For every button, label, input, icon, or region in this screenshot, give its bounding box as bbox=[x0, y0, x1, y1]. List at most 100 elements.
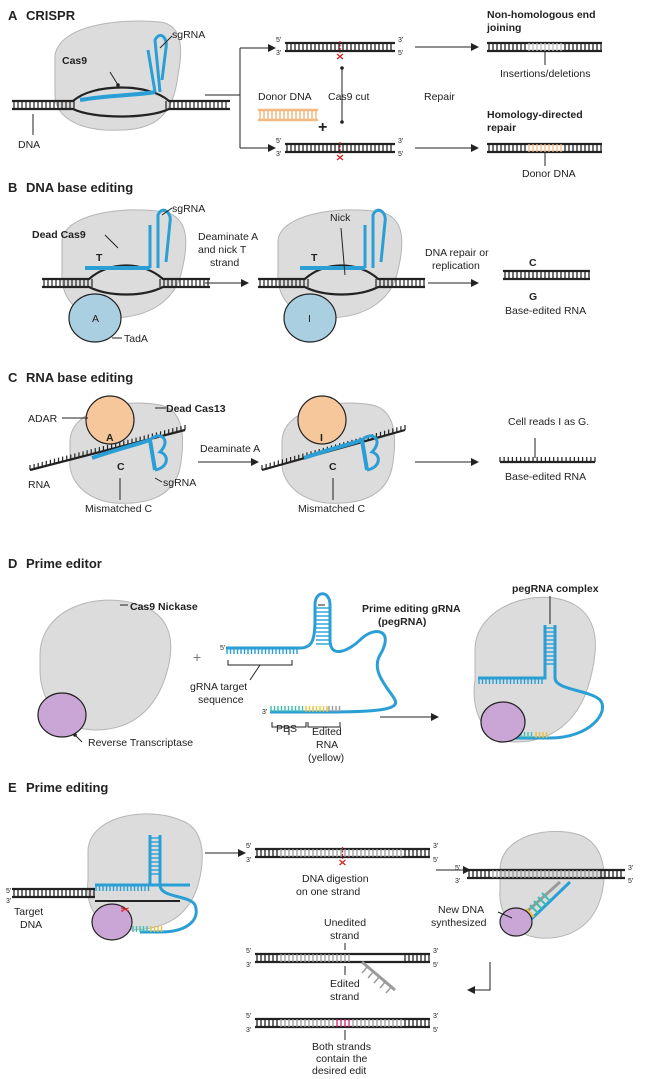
sgrna-hairpin bbox=[146, 34, 168, 93]
dna-backbone bbox=[12, 107, 230, 118]
pegrna-complex-label: pegRNA complex bbox=[512, 583, 599, 595]
tada-enzyme-2 bbox=[283, 293, 337, 343]
edited-strand-dna bbox=[255, 952, 430, 964]
end-label: 3' bbox=[455, 878, 460, 885]
dna-backbone bbox=[42, 285, 210, 296]
nhej-title-1: Non-homologous end bbox=[487, 9, 595, 21]
cas9-cut-label: Cas9 cut bbox=[328, 91, 370, 103]
end-label: 5' bbox=[628, 878, 633, 885]
sgrna-label: sgRNA bbox=[172, 29, 205, 41]
cut-mark: ✂ bbox=[121, 905, 130, 916]
branch-arrow bbox=[205, 48, 241, 148]
reverse-transcriptase-3 bbox=[91, 903, 133, 941]
c-result-label: Base-edited RNA bbox=[505, 471, 586, 483]
section-d: D Prime editor Cas9 Nickase Reverse Tran… bbox=[8, 556, 604, 764]
edited-rna-line3: (yellow) bbox=[308, 752, 344, 764]
end-label: 5' bbox=[398, 151, 403, 158]
dead-cas9-label: Dead Cas9 bbox=[32, 229, 86, 241]
end-label: 5' bbox=[6, 888, 11, 895]
cut-dna-bottom bbox=[285, 142, 395, 161]
target-dna-line1: Target bbox=[14, 906, 43, 918]
end-label: 5' bbox=[246, 948, 251, 955]
tada-label: TadA bbox=[124, 333, 148, 345]
dna-backbone bbox=[258, 264, 425, 281]
adar-label: ADAR bbox=[28, 413, 58, 425]
donor-dna-result-label: Donor DNA bbox=[522, 168, 576, 180]
end-label: 5' bbox=[455, 865, 460, 872]
digestion-line2: on one strand bbox=[296, 886, 360, 898]
i-base-label-b: I bbox=[308, 313, 311, 325]
i-base-c: I bbox=[320, 432, 323, 444]
nick-label: Nick bbox=[330, 212, 351, 224]
edited-dna-b bbox=[503, 269, 590, 281]
section-e-letter: E bbox=[8, 780, 17, 795]
a-base-c: A bbox=[106, 432, 114, 444]
section-d-letter: D bbox=[8, 556, 17, 571]
edited-rna-c bbox=[499, 457, 596, 464]
pbs-label: PBS bbox=[276, 723, 297, 735]
reverse-transcriptase-2 bbox=[480, 701, 526, 743]
rt-label: Reverse Transcriptase bbox=[88, 737, 193, 749]
dna-backbone bbox=[12, 86, 230, 103]
a-base-label: A bbox=[92, 313, 99, 325]
target-seq-line2: sequence bbox=[198, 694, 244, 706]
c-base-c: C bbox=[117, 461, 125, 473]
end-label: 5' bbox=[220, 645, 225, 652]
scissors-icon bbox=[336, 154, 344, 161]
return-arrow bbox=[467, 962, 491, 994]
edited-strand-line1: Edited bbox=[330, 978, 360, 990]
pegrna bbox=[226, 592, 398, 714]
mismatched-c-label: Mismatched C bbox=[85, 503, 153, 515]
dead-cas13-label: Dead Cas13 bbox=[166, 403, 226, 415]
digested-dna bbox=[255, 847, 430, 866]
section-c-letter: C bbox=[8, 370, 18, 385]
dna-label: DNA bbox=[18, 139, 40, 151]
section-c-title: RNA base editing bbox=[26, 370, 133, 385]
cas9-blob bbox=[54, 20, 182, 131]
end-label: 5' bbox=[433, 962, 438, 969]
b-step1-line3: strand bbox=[210, 257, 239, 269]
b-step2-line1: DNA repair or bbox=[425, 247, 489, 259]
dna-duplex-a bbox=[12, 86, 230, 118]
scissors-icon bbox=[339, 859, 346, 866]
section-d-title: Prime editor bbox=[26, 556, 102, 571]
digestion-line1: DNA digestion bbox=[302, 873, 369, 885]
b-step1-line2: and nick T bbox=[198, 244, 247, 256]
sgrna-label-b: sgRNA bbox=[172, 203, 205, 215]
flap-rungs bbox=[361, 965, 393, 994]
sgrna-label-c: sgRNA bbox=[163, 477, 196, 489]
new-dna-line2: synthesized bbox=[431, 917, 487, 929]
unedited-line2: strand bbox=[330, 930, 359, 942]
end-label: 3' bbox=[246, 1027, 251, 1034]
end-label: 3' bbox=[6, 898, 11, 905]
pegrna-title-1: Prime editing gRNA bbox=[362, 603, 461, 615]
final-edited-dna bbox=[255, 1017, 430, 1029]
section-b-title: DNA base editing bbox=[26, 180, 133, 195]
end-label: 5' bbox=[246, 1013, 251, 1020]
t-base-label: T bbox=[96, 252, 103, 264]
reverse-transcriptase-4 bbox=[499, 907, 533, 937]
b-result-label: Base-edited RNA bbox=[505, 305, 586, 317]
g-base-result: G bbox=[529, 291, 537, 303]
tada-enzyme bbox=[68, 293, 122, 343]
section-e-title: Prime editing bbox=[26, 780, 108, 795]
b-step1-line1: Deaminate A bbox=[198, 231, 258, 243]
edited-rna-line1: Edited bbox=[312, 726, 342, 738]
cas9-label: Cas9 bbox=[62, 55, 87, 67]
hdr-title-1: Homology-directed bbox=[487, 109, 583, 121]
adar-enzyme-2 bbox=[297, 395, 347, 445]
t-base-label-2: T bbox=[311, 252, 318, 264]
end-label: 3' bbox=[276, 151, 281, 158]
plus-sign: + bbox=[318, 119, 327, 136]
section-b: B DNA base editing T A Dead Cas9 sgRNA T… bbox=[8, 180, 590, 345]
unwound-dna bbox=[467, 868, 625, 880]
target-dna-line2: DNA bbox=[20, 919, 42, 931]
section-b-letter: B bbox=[8, 180, 17, 195]
mismatched-c-label-2: Mismatched C bbox=[298, 503, 366, 515]
section-a-letter: A bbox=[8, 8, 18, 23]
end-label: 3' bbox=[246, 857, 251, 864]
hdr-title-2: repair bbox=[487, 122, 516, 134]
dna-backbone bbox=[258, 285, 425, 296]
end-label: 3' bbox=[433, 948, 438, 955]
end-label: 3' bbox=[628, 865, 633, 872]
